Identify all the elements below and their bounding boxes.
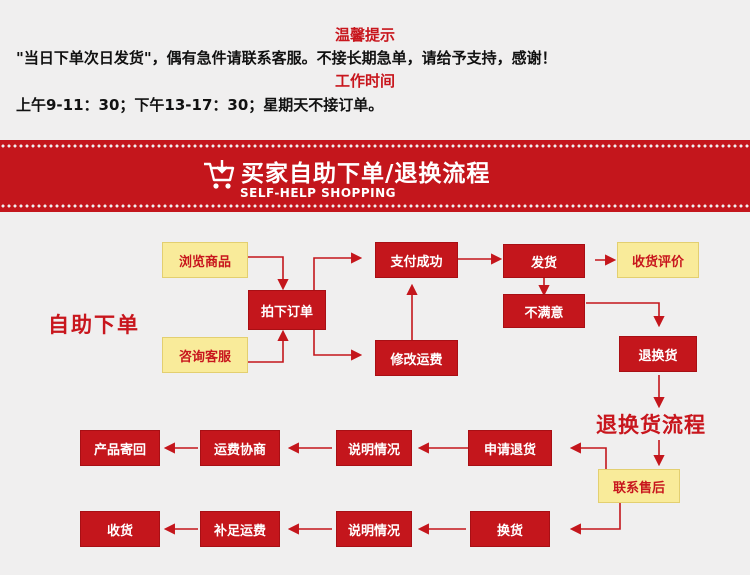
step-supplement-shipping: 补足运费: [200, 511, 280, 547]
banner-bottom-border: [0, 204, 750, 208]
step-place-order: 拍下订单: [248, 290, 326, 330]
step-exchange: 换货: [470, 511, 550, 547]
step-explain-1: 说明情况: [336, 430, 412, 466]
step-negotiate-shipping: 运费协商: [200, 430, 280, 466]
self-order-label: 自助下单: [48, 313, 140, 337]
step-apply-return: 申请退货: [468, 430, 552, 466]
step-browse: 浏览商品: [162, 242, 248, 278]
step-contact-support: 联系售后: [598, 469, 680, 503]
notice-text: "当日下单次日发货"，偶有急件请联系客服。不接长期急单，请给予支持，感谢！: [16, 49, 557, 67]
step-exchange-goods: 退换货: [619, 336, 697, 372]
notice-title: 温馨提示: [335, 26, 396, 44]
step-explain-2: 说明情况: [336, 511, 412, 547]
arrow-contact-exchange: [569, 503, 621, 535]
arrow-contact-apply: [569, 442, 607, 469]
step-pay-success: 支付成功: [375, 242, 458, 278]
step-return-product: 产品寄回: [80, 430, 160, 466]
banner-subtitle: SELF-HELP SHOPPING: [240, 186, 396, 200]
step-consult: 咨询客服: [162, 337, 248, 373]
step-unsatisfied: 不满意: [503, 294, 585, 328]
arrow-order-pay: [313, 252, 363, 290]
arrow-consult-order: [248, 329, 289, 363]
step-receive: 收货: [80, 511, 160, 547]
shopping-cart-icon: [204, 160, 235, 189]
process-banner: 买家自助下单/退换流程 SELF-HELP SHOPPING: [0, 140, 750, 212]
return-flow-label: 退换货流程: [596, 413, 706, 437]
banner-title: 买家自助下单/退换流程: [241, 161, 491, 187]
notice-section: 温馨提示 "当日下单次日发货"，偶有急件请联系客服。不接长期急单，请给予支持，感…: [0, 0, 750, 130]
arrow-browse-order: [248, 256, 289, 291]
step-confirm-receipt: 收货评价: [617, 242, 699, 278]
work-hours-text: 上午9-11：30；下午13-17：30；星期天不接订单。: [16, 96, 384, 114]
step-ship: 发货: [503, 244, 585, 278]
step-modify-shipping: 修改运费: [375, 340, 458, 376]
arrow-unsatisfied-exchange: [586, 302, 665, 328]
arrow-order-modify: [313, 328, 363, 361]
work-hours-title: 工作时间: [335, 72, 396, 90]
banner-top-border: [0, 144, 750, 148]
